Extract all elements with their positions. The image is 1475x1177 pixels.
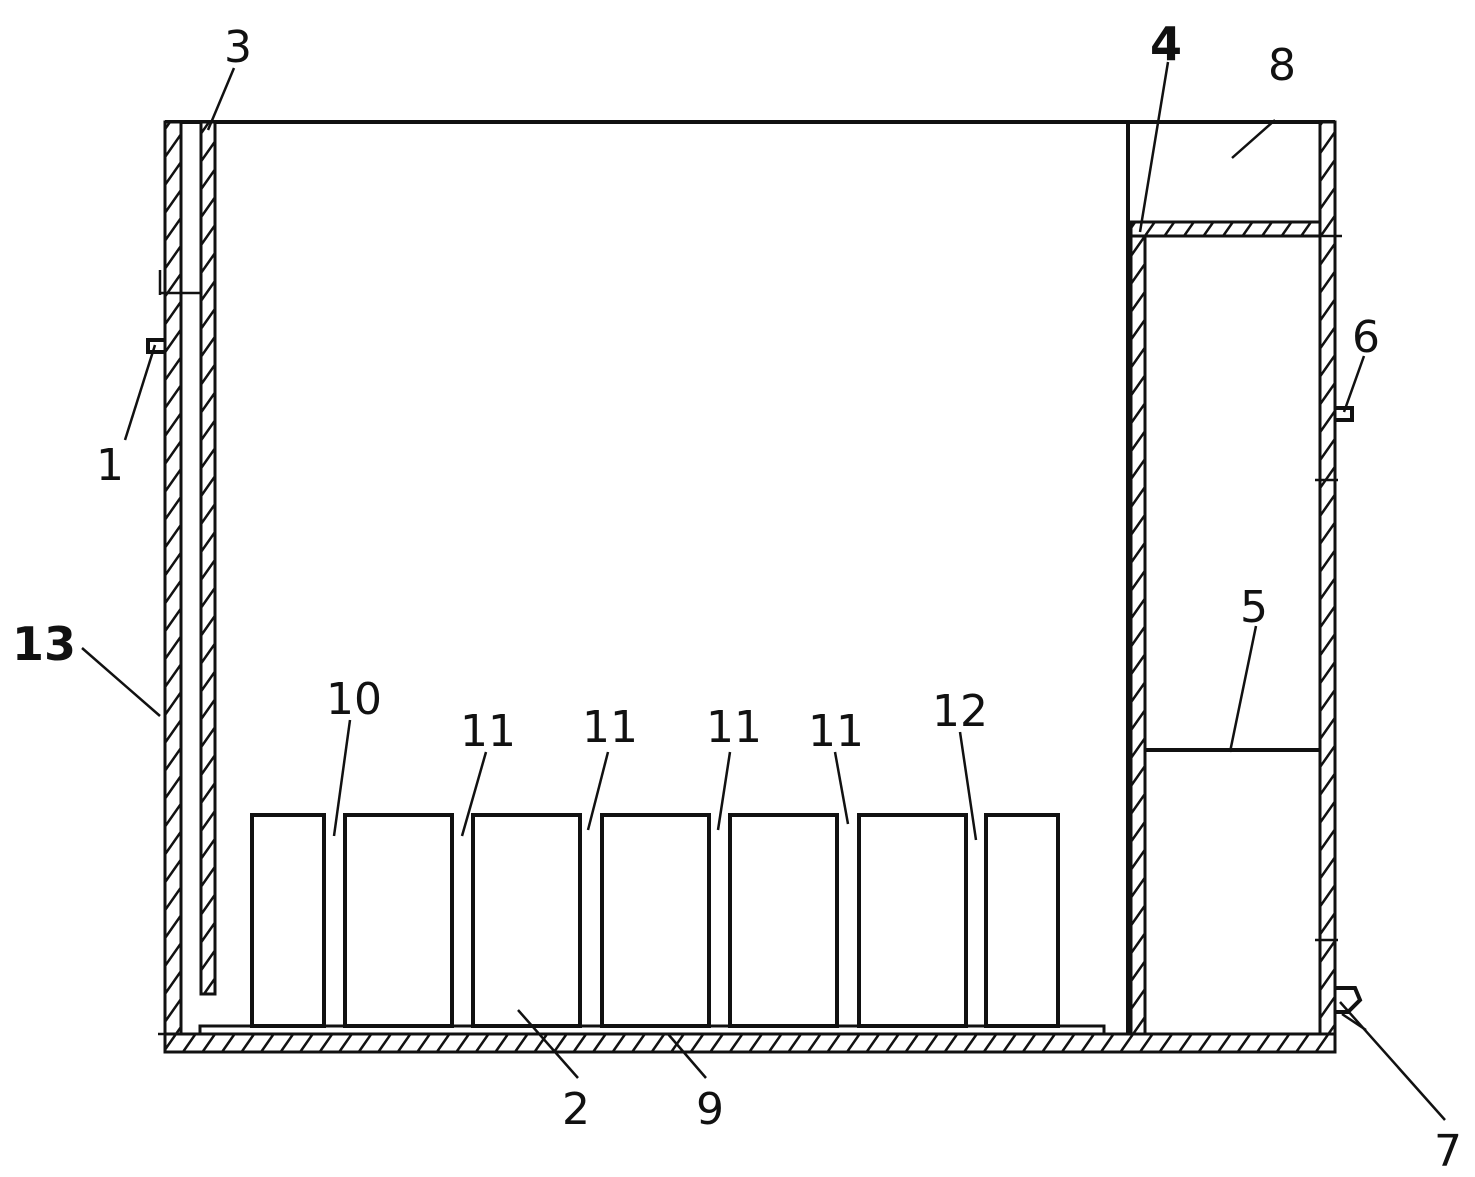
drain-valve bbox=[1335, 986, 1363, 1014]
leader-10 bbox=[332, 719, 352, 837]
leader-5 bbox=[1228, 625, 1258, 753]
module-11-b bbox=[600, 813, 711, 1028]
label-9: 9 bbox=[696, 1084, 724, 1135]
leader-2 bbox=[517, 1009, 579, 1079]
overflow-port bbox=[1335, 406, 1354, 422]
inlet-port bbox=[146, 338, 165, 354]
tank-floor bbox=[163, 1032, 1337, 1054]
leader-13 bbox=[81, 647, 161, 717]
module-11-a bbox=[343, 813, 454, 1028]
label-7: 7 bbox=[1434, 1126, 1462, 1177]
label-13: 13 bbox=[12, 617, 76, 671]
label-11d: 11 bbox=[808, 706, 864, 757]
module-2 bbox=[471, 813, 582, 1028]
label-1: 1 bbox=[96, 440, 124, 491]
label-5: 5 bbox=[1240, 582, 1268, 633]
leader-8 bbox=[1231, 119, 1276, 159]
leader-3 bbox=[206, 67, 236, 131]
label-6: 6 bbox=[1352, 312, 1380, 363]
right-inner-wall bbox=[1129, 226, 1147, 1036]
label-2: 2 bbox=[562, 1084, 590, 1135]
leader-11c bbox=[716, 751, 732, 831]
leader-9 bbox=[667, 1033, 707, 1079]
label-11a: 11 bbox=[460, 706, 516, 757]
right-outer-wall bbox=[1318, 120, 1337, 1036]
label-12: 12 bbox=[932, 686, 988, 737]
label-10: 10 bbox=[326, 674, 382, 725]
label-11c: 11 bbox=[706, 702, 762, 753]
module-10 bbox=[250, 813, 326, 1028]
inner-baffle-wall bbox=[199, 120, 217, 996]
label-8: 8 bbox=[1268, 40, 1296, 91]
module-11-c bbox=[728, 813, 839, 1028]
leader-11b bbox=[586, 751, 610, 831]
leader-12 bbox=[958, 731, 978, 841]
leader-11a bbox=[460, 751, 488, 837]
module-12 bbox=[984, 813, 1060, 1028]
module-11-d bbox=[857, 813, 968, 1028]
leader-7 bbox=[1339, 1001, 1446, 1121]
label-4: 4 bbox=[1150, 17, 1182, 71]
leader-6 bbox=[1342, 355, 1366, 413]
label-3: 3 bbox=[224, 22, 252, 73]
leader-4 bbox=[1138, 61, 1170, 233]
leader-11d bbox=[833, 751, 850, 825]
label-11b: 11 bbox=[582, 702, 638, 753]
leader-1 bbox=[123, 344, 157, 441]
chamber-top-plate bbox=[1129, 220, 1322, 238]
left-outer-wall bbox=[163, 120, 183, 1036]
